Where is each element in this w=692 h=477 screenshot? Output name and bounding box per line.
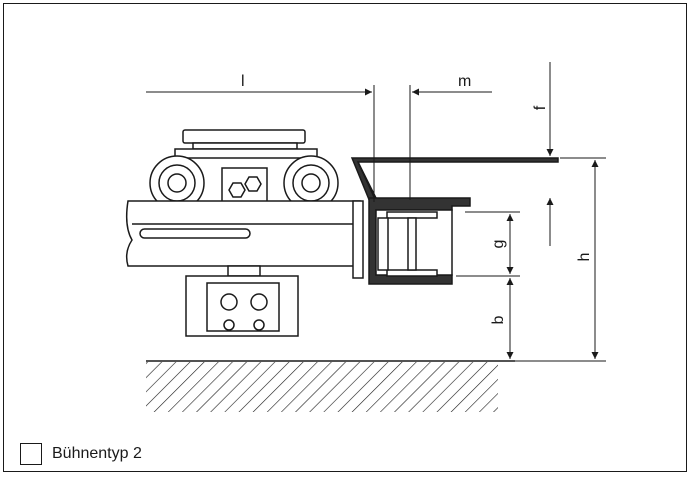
label-l: l xyxy=(241,73,245,90)
lower-housing xyxy=(185,275,299,337)
floor xyxy=(146,360,515,412)
centre-block xyxy=(221,167,268,203)
label-b: b xyxy=(490,315,507,324)
label-g: g xyxy=(490,240,507,249)
diagram-frame xyxy=(3,3,687,472)
top-plate xyxy=(174,129,318,159)
label-m: m xyxy=(458,73,471,90)
platform-type-option[interactable]: Bühnentyp 2 xyxy=(20,441,142,467)
dimension-labels: l m f g b h xyxy=(241,73,593,324)
support-beam xyxy=(125,200,364,279)
link-block xyxy=(227,265,261,277)
label-f: f xyxy=(532,105,549,110)
dimension-lines xyxy=(146,62,606,362)
wheel-right xyxy=(283,155,339,211)
platform-type-checkbox[interactable] xyxy=(20,443,42,465)
i-beam-rail xyxy=(377,211,438,277)
label-h: h xyxy=(576,253,593,262)
platform-type-label: Bühnentyp 2 xyxy=(52,445,142,462)
